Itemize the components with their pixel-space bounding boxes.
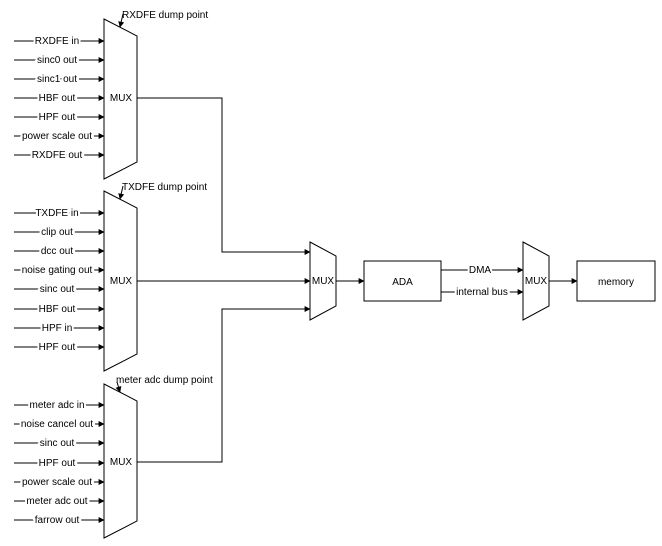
input-label: power scale out [22, 477, 92, 488]
tx-input-5: HBF out [14, 302, 105, 317]
tx-input-3: noise gating out [14, 263, 105, 278]
meter-input-3: HPF out [14, 456, 105, 471]
final-mux-label: MUX [525, 276, 548, 287]
input-label: HBF out [39, 304, 76, 315]
rx-mux [103, 18, 138, 180]
input-label: HPF out [39, 458, 76, 469]
input-label: HPF out [39, 112, 76, 123]
rx-input-3: HBF out [14, 91, 105, 106]
input-label: noise cancel out [21, 419, 93, 430]
input-label: farrow out [35, 515, 80, 526]
tx-mux-label: MUX [110, 276, 133, 287]
rx-input-0: RXDFE in [14, 34, 105, 49]
tx-input-1: clip out [14, 225, 105, 240]
rx-inputs: RXDFE in sinc0 out sinc1 out HBF out HPF… [14, 34, 105, 163]
meter-input-2: sinc out [14, 436, 105, 451]
output-path: MUX ADA DMA internal bus MUX memory [309, 241, 656, 321]
rx-input-6: RXDFE out [14, 148, 105, 163]
tx-inputs: TXDFE in clip out dcc out noise gating o… [14, 206, 105, 355]
input-label: TXDFE in [35, 208, 78, 219]
input-label: RXDFE in [35, 36, 79, 47]
input-label: RXDFE out [32, 150, 83, 161]
meter-group: MUX meter adc dump point meter adc in no… [14, 306, 311, 539]
input-label: sinc1 out [37, 74, 77, 85]
rx-dump-point-arrow [118, 13, 125, 28]
meter-input-4: power scale out [14, 475, 105, 490]
input-label: HPF out [39, 342, 76, 353]
tx-input-4: sinc out [14, 282, 105, 297]
internal-bus-label: internal bus [456, 287, 508, 298]
center-mux [309, 241, 337, 321]
memory-block [576, 260, 656, 302]
tx-dump-point-arrow [118, 185, 125, 200]
final-mux [522, 241, 550, 321]
meter-dump-point-arrow [115, 381, 122, 393]
input-label: HPF in [42, 323, 73, 334]
meter-input-6: farrow out [14, 513, 105, 528]
input-label: sinc out [40, 438, 75, 449]
tx-input-6: HPF in [14, 321, 105, 336]
input-label: sinc out [40, 284, 75, 295]
meter-mux [103, 383, 138, 539]
rx-group: MUX RXDFE dump point RXDFE in sinc0 out … [14, 10, 311, 255]
rx-dump-point-label: RXDFE dump point [122, 10, 208, 21]
rx-output-wire [137, 97, 311, 255]
center-mux-label: MUX [312, 276, 335, 287]
input-label: noise gating out [22, 265, 93, 276]
ada-label: ADA [392, 277, 413, 288]
input-label: clip out [41, 227, 73, 238]
input-label: HBF out [39, 93, 76, 104]
rx-input-5: power scale out [14, 129, 105, 144]
input-label: sinc0 out [37, 55, 77, 66]
tx-input-7: HPF out [14, 340, 105, 355]
input-label: meter adc out [26, 496, 87, 507]
meter-input-5: meter adc out [14, 494, 105, 509]
meter-output-wire [137, 306, 311, 463]
input-label: dcc out [41, 246, 73, 257]
rx-input-1: sinc0 out [14, 53, 105, 68]
rx-input-2: sinc1 out [14, 72, 105, 87]
memory-label: memory [598, 277, 634, 288]
tx-input-0: TXDFE in [14, 206, 105, 221]
dma-label: DMA [469, 265, 492, 276]
rx-mux-label: MUX [110, 93, 133, 104]
rx-input-4: HPF out [14, 110, 105, 125]
meter-input-0: meter adc in [14, 398, 105, 413]
tx-group: MUX TXDFE dump point TXDFE in clip out d… [14, 182, 311, 372]
tx-dump-point-label: TXDFE dump point [122, 182, 207, 193]
input-label: power scale out [22, 131, 92, 142]
tx-input-2: dcc out [14, 244, 105, 259]
meter-input-1: noise cancel out [14, 417, 105, 432]
meter-inputs: meter adc in noise cancel out sinc out H… [14, 398, 105, 528]
meter-dump-point-label: meter adc dump point [116, 375, 213, 386]
meter-mux-label: MUX [110, 457, 133, 468]
ada-block [363, 260, 442, 302]
input-label: meter adc in [29, 400, 84, 411]
